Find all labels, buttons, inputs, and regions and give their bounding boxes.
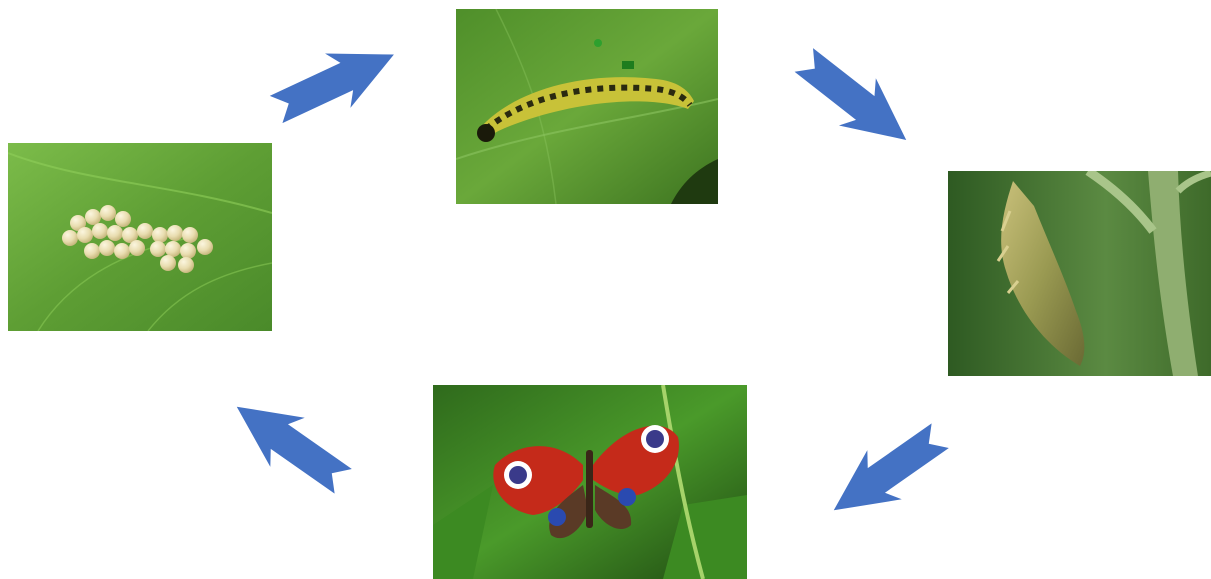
butterfly-eggs-icon: [8, 143, 272, 331]
arrow-right-icon: [263, 27, 406, 136]
caterpillar-icon: [456, 9, 718, 204]
butterfly-photo: [433, 385, 747, 579]
arrow-right-icon: [785, 36, 924, 163]
arrow-right-icon: [220, 382, 361, 506]
caterpillar-photo: [456, 9, 718, 204]
arrow-butterfly-to-eggs: [220, 382, 361, 506]
eggs-photo: [8, 143, 272, 331]
arrow-pupa-to-butterfly: [817, 411, 958, 535]
chrysalis-icon: [948, 171, 1211, 376]
arrow-right-icon: [817, 411, 958, 535]
butterfly-icon: [433, 385, 747, 579]
pupa-photo: [948, 171, 1211, 376]
arrow-eggs-to-caterpillar: [263, 27, 406, 136]
arrow-caterpillar-to-pupa: [785, 36, 924, 163]
